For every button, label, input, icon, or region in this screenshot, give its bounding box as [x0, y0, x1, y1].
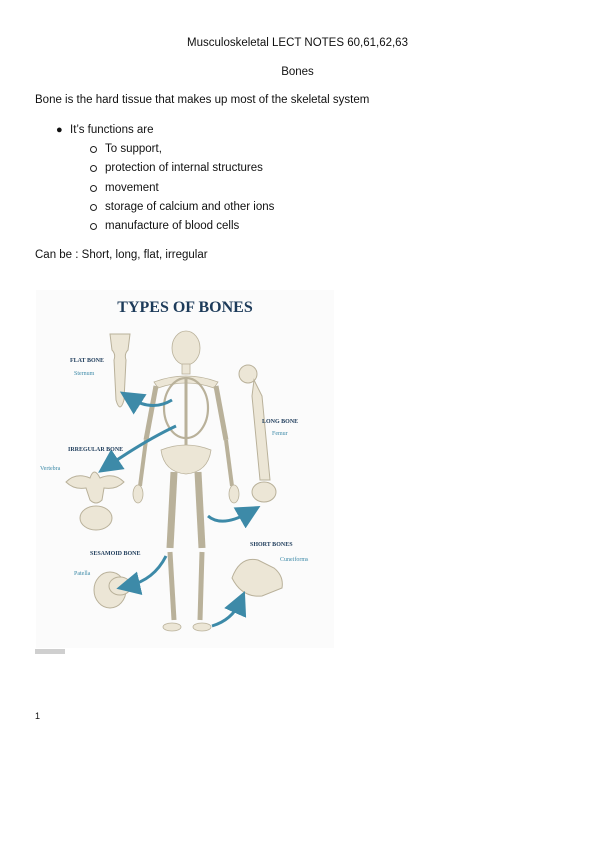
arrow-icon	[116, 555, 168, 595]
long-bone-label: LONG BONE	[262, 419, 298, 425]
arrows	[98, 391, 261, 628]
document-title: Musculoskeletal LECT NOTES 60,61,62,63	[187, 37, 408, 49]
femur-label: Femur	[272, 431, 288, 437]
cuneiforms-label: Cuneiforms	[280, 556, 309, 563]
page-number: 1	[35, 711, 41, 721]
types-of-bones-figure: TYPES OF BONES	[36, 290, 334, 648]
patella-label: Patella	[74, 571, 91, 577]
sternum-label: Sternum	[74, 371, 95, 377]
skeleton	[132, 330, 240, 632]
foot-illustration	[231, 558, 283, 597]
bone-types-line: Can be : Short, long, flat, irregular	[35, 249, 208, 261]
bullet-text: It’s functions are	[70, 124, 154, 136]
image-caption-bar	[35, 649, 65, 654]
irregular-bone-label: IRREGULAR BONE	[68, 447, 123, 453]
arrow-icon	[98, 424, 177, 473]
circle-bullet-icon	[90, 223, 97, 231]
document-subtitle: Bones	[281, 66, 314, 78]
flat-bone-label: FLAT BONE	[70, 358, 104, 364]
figure-heading: TYPES OF BONES	[117, 299, 253, 316]
arrow-icon	[119, 391, 173, 415]
circle-bullet-icon	[90, 203, 97, 211]
bullet-icon: ●	[56, 124, 63, 136]
patella-illustration	[93, 571, 132, 609]
sternum-illustration	[109, 333, 131, 408]
arrow-icon	[207, 506, 261, 529]
circle-bullet-icon	[90, 165, 97, 173]
intro-paragraph: Bone is the hard tissue that makes up mo…	[35, 94, 370, 106]
circle-bullet-icon	[90, 184, 97, 192]
circle-bullet-icon	[90, 146, 97, 153]
arrow-icon	[211, 591, 247, 628]
femur-illustration	[238, 364, 277, 503]
vertebra-illustration	[65, 471, 125, 531]
short-bones-label: SHORT BONES	[250, 542, 293, 548]
sesamoid-bone-label: SESAMOID BONE	[90, 551, 141, 557]
skeleton-illustration: TYPES OF BONES	[40, 299, 309, 632]
vertebra-label: Vertebra	[40, 466, 61, 472]
